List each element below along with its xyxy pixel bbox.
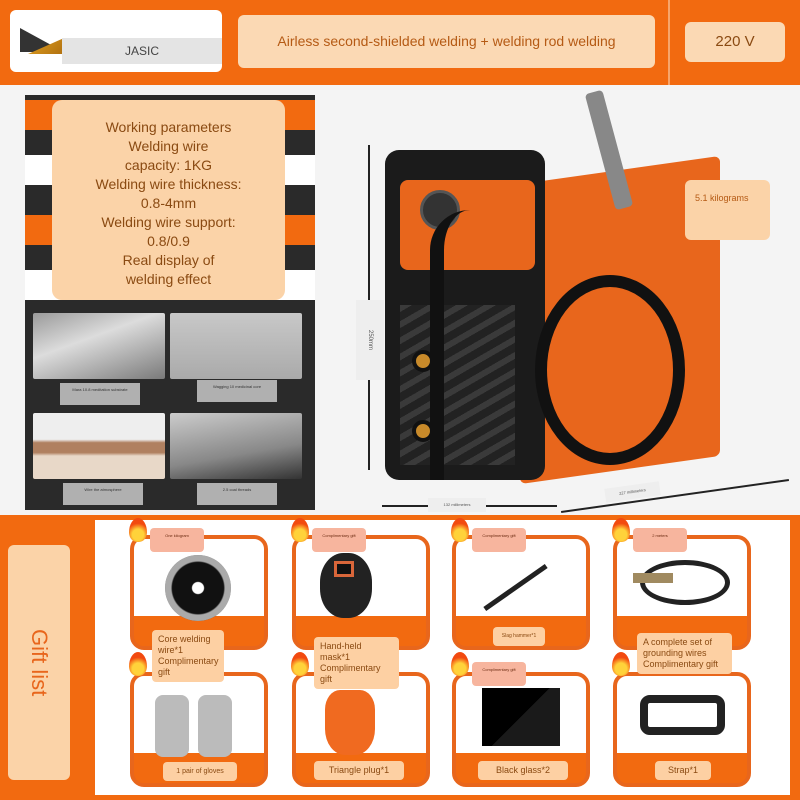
- gift-label: Strap*1: [655, 761, 711, 780]
- gift-label: Slag hammer*1: [493, 627, 545, 646]
- gift-tag: Complimentary gift: [472, 662, 526, 686]
- product-title: Airless second-shielded welding + weldin…: [238, 15, 655, 68]
- flame-icon: [451, 518, 469, 542]
- param-line: Real display of: [122, 252, 215, 268]
- gift-label: Core welding wire*1 Complimentary gift: [152, 630, 224, 682]
- torch-cable-coil: [535, 275, 685, 465]
- depth-dimension-arrow: [560, 479, 790, 513]
- param-line: 0.8/0.9: [147, 233, 190, 249]
- flame-icon: [612, 518, 630, 542]
- gloves-icon: [198, 695, 232, 757]
- voltage-badge: 220 V: [685, 22, 785, 62]
- gift-tag: Complimentary gift: [472, 528, 526, 552]
- gift-list-title: Gift list: [27, 628, 52, 697]
- black-glass-icon: [482, 688, 560, 746]
- gift-label: Triangle plug*1: [314, 761, 404, 780]
- header-divider: [668, 0, 670, 85]
- param-line: welding effect: [125, 271, 212, 287]
- strap-icon: [640, 695, 725, 735]
- weld-photo: [33, 413, 165, 479]
- param-line: Welding wire: [128, 138, 209, 154]
- welding-mask-icon: [320, 553, 372, 618]
- weld-photo: [170, 413, 302, 479]
- param-line: Working parameters: [105, 119, 232, 135]
- param-line: Welding wire thickness:: [95, 176, 242, 192]
- photo-caption: Wire the atmosphere: [63, 483, 143, 505]
- gift-tag: One kilogram: [150, 528, 204, 552]
- working-parameters-box: Working parameters Welding wire capacity…: [52, 100, 285, 300]
- weight-badge: 5.1 kilograms: [685, 180, 770, 240]
- gift-label: Black glass*2: [478, 761, 568, 780]
- param-line: 0.8-4mm: [140, 195, 197, 211]
- wire-spool-icon: [165, 555, 231, 621]
- param-line: Welding wire support:: [101, 214, 236, 230]
- photo-caption: Mara 10.8 meditation substrate: [60, 383, 140, 405]
- param-line: capacity: 1KG: [124, 157, 213, 173]
- plug-icon: [325, 690, 375, 755]
- torch-hose: [430, 210, 470, 480]
- width-dimension-label: 132 millimeters: [428, 498, 486, 512]
- gift-label: 1 pair of gloves: [163, 762, 237, 781]
- flame-icon: [291, 652, 309, 676]
- gift-tag: 2 meters: [633, 528, 687, 552]
- gift-sidebar: [8, 545, 70, 780]
- gift-label: A complete set of grounding wires Compli…: [637, 633, 732, 674]
- gift-tag: Complimentary gift: [312, 528, 366, 552]
- weld-photo: [33, 313, 165, 379]
- flame-icon: [612, 652, 630, 676]
- ground-clamp-icon: [633, 560, 730, 605]
- height-dimension-label: 250mm: [356, 300, 384, 380]
- gloves-icon: [155, 695, 189, 757]
- flame-icon: [129, 652, 147, 676]
- flame-icon: [451, 652, 469, 676]
- gift-label: Hand-held mask*1 Complimentary gift: [314, 637, 399, 689]
- brand-name: JASIC: [62, 38, 222, 64]
- photo-caption: 2.5 coal threads: [197, 483, 277, 505]
- flame-icon: [291, 518, 309, 542]
- flame-icon: [129, 518, 147, 542]
- brand-logo: JASIC: [10, 10, 222, 72]
- weld-photo: [170, 313, 302, 379]
- photo-caption: Wagging 10 medicinal core: [197, 380, 277, 402]
